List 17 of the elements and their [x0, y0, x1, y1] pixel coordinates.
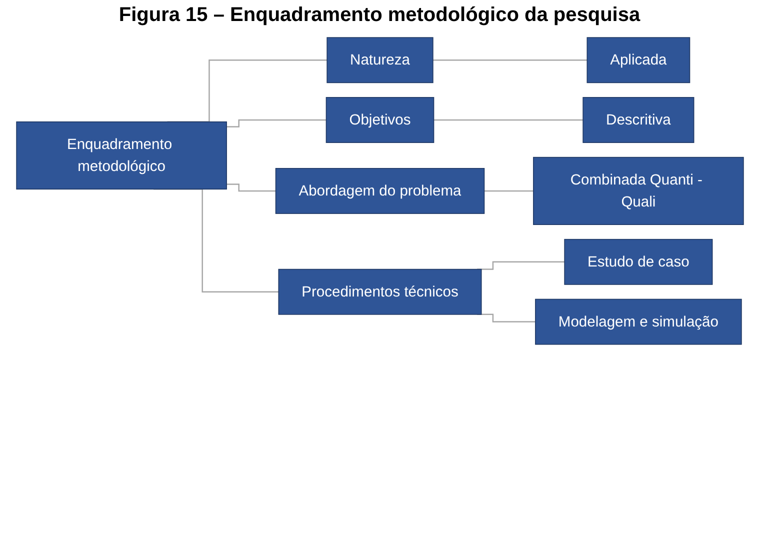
- figure-title: Figura 15 – Enquadramento metodológico da pesquisa: [118, 4, 642, 27]
- node-box: Objetivos: [325, 97, 434, 143]
- connector: [484, 190, 533, 192]
- node-box: Abordagem do problema: [274, 168, 484, 214]
- connector: [476, 261, 564, 270]
- node-box: Descritiva: [582, 97, 694, 143]
- connector: [433, 119, 583, 121]
- node-box: Modelagem e simulação: [534, 298, 742, 345]
- node-box: Estudo de caso: [564, 238, 712, 285]
- connector: [226, 119, 326, 128]
- node-box: Natureza: [326, 37, 433, 84]
- node-box: Combinada Quanti - Quali: [532, 156, 744, 225]
- node-box: Procedimentos técnicos: [278, 268, 482, 315]
- connector: [226, 184, 276, 192]
- node-box: Aplicada: [586, 37, 690, 84]
- node-box: Enquadramento metodológico: [16, 121, 226, 190]
- connector: [432, 60, 587, 61]
